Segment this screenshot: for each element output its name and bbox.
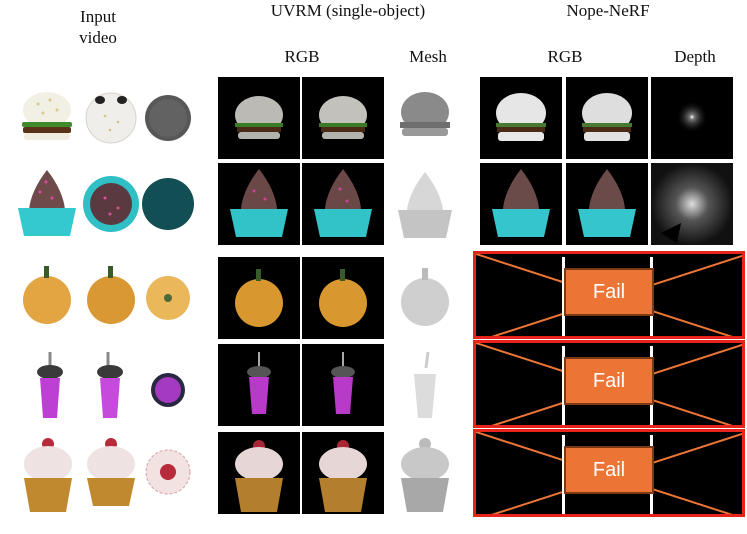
uvrm-rgb-pumpkin-2 [302,257,384,339]
cherry-cupcake-top-thumb [145,449,191,495]
nope-rgb-burger-2 [566,77,648,159]
nope-fail-panel-drink: Fail [473,340,745,428]
uvrm-mesh-burger [400,92,450,136]
nope-depth-burger [651,77,733,159]
nope-rgb-burger-1 [480,77,562,159]
input-frames-cupcake-cherry [24,438,191,512]
nope-rgb-cupcake-teal-2 [566,163,648,245]
cupcake-side-thumb [18,170,76,236]
uvrm-rgb-cupcake-teal-1 [218,163,300,245]
input-frames-burger [22,92,191,144]
header-uvrm: UVRM (single-object) [270,1,426,20]
pumpkin-top-thumb [146,276,190,320]
header-nope-nerf: Nope-NeRF [566,1,650,20]
drink-side-thumb [37,352,63,418]
header-mesh: Mesh [409,47,447,66]
nope-fail-panel-cupcake-cherry: Fail [473,429,745,517]
nope-fail-panel-pumpkin: Fail [473,251,745,339]
nope-rgb-cupcake-teal-1 [480,163,562,245]
input-frames-cupcake-teal [18,170,194,236]
input-frames-drink [37,352,185,418]
uvrm-rgb-cupcake-teal-2 [302,163,384,245]
cherry-cupcake-angle-thumb [87,438,135,506]
uvrm-rgb-cupcake-cherry-2 [302,432,384,514]
burger-side-thumb [22,92,72,140]
cupcake-top-thumb [83,176,139,232]
header-input-video: Input video [79,7,117,47]
burger-bottom-thumb [145,95,191,141]
cupcake-bottom-thumb [142,178,194,230]
drink-top-thumb [151,373,185,407]
pumpkin-angle-thumb [87,266,135,324]
uvrm-rgb-burger-2 [302,77,384,159]
header-depth: Depth [674,47,716,66]
input-frames-pumpkin [23,266,190,324]
uvrm-rgb-pumpkin-1 [218,257,300,339]
nope-depth-cupcake-teal [651,163,733,245]
uvrm-mesh-cupcake-teal [398,172,452,238]
uvrm-mesh-cupcake-cherry [401,438,449,512]
drink-angle-thumb [97,352,123,418]
uvrm-rgb-drink-2 [302,344,384,426]
uvrm-rgb-cupcake-cherry-1 [218,432,300,514]
uvrm-rgb-burger-1 [218,77,300,159]
uvrm-mesh-pumpkin [401,268,449,326]
header-rgb-uvrm: RGB [284,47,320,66]
fail-badge: Fail [564,357,654,405]
header-rgb-nope: RGB [547,47,583,66]
cherry-cupcake-side-thumb [24,438,72,512]
uvrm-rgb-drink-1 [218,344,300,426]
fail-badge: Fail [564,268,654,316]
fail-badge: Fail [564,446,654,494]
pumpkin-side-thumb [23,266,71,324]
burger-top-thumb [85,92,137,144]
uvrm-mesh-drink [414,351,436,418]
